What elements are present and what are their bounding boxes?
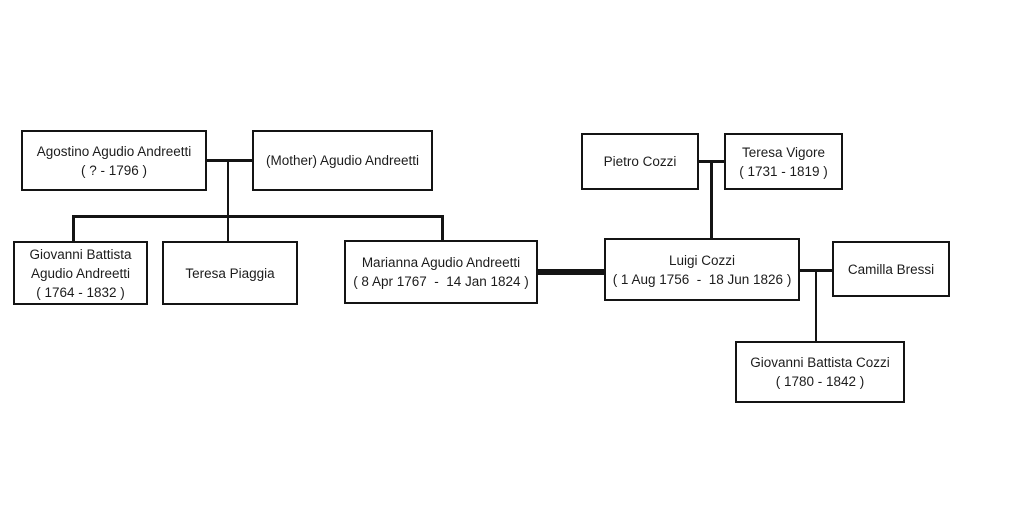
person-name: Luigi Cozzi [668, 252, 736, 268]
person-box-pietro-cozzi[interactable]: Pietro Cozzi [581, 133, 699, 190]
person-box-mother-agudio-andreetti[interactable]: (Mother) Agudio Andreetti [252, 130, 433, 191]
person-box-agostino-agudio-andreetti[interactable]: Agostino Agudio Andreetti ( ? - 1796 ) [21, 130, 207, 191]
person-name: Agostino Agudio Andreetti [36, 143, 192, 159]
marriage-line-marianna-luigi-bold [537, 269, 605, 275]
person-name: Teresa Piaggia [185, 265, 275, 281]
person-name: Camilla Bressi [847, 261, 935, 277]
person-dates: ( 8 Apr 1767 - 14 Jan 1824 ) [353, 274, 529, 289]
person-box-teresa-vigore[interactable]: Teresa Vigore ( 1731 - 1819 ) [724, 133, 843, 190]
person-dates: ( 1 Aug 1756 - 18 Jun 1826 ) [612, 271, 792, 287]
person-box-giovanni-battista-cozzi[interactable]: Giovanni Battista Cozzi ( 1780 - 1842 ) [735, 341, 905, 403]
person-name: Marianna Agudio Andreetti [361, 255, 521, 270]
person-dates: ( 1764 - 1832 ) [36, 284, 125, 300]
parent-drop-line-andreetti [226, 159, 229, 217]
child-drop-line-giovanni-battista-cozzi [814, 269, 817, 341]
couple-line-agostino-mother [207, 159, 252, 162]
person-box-luigi-cozzi[interactable]: Luigi Cozzi ( 1 Aug 1756 - 18 Jun 1826 ) [604, 238, 800, 301]
child-drop-line-teresa-piaggia [226, 215, 229, 241]
person-box-giovanni-battista-agudio-andreetti[interactable]: Giovanni Battista Agudio Andreetti ( 176… [13, 241, 148, 305]
person-name-line2: Agudio Andreetti [30, 265, 131, 281]
person-box-marianna-agudio-andreetti[interactable]: Marianna Agudio Andreetti ( 8 Apr 1767 -… [344, 240, 538, 304]
person-name: Teresa Vigore [741, 144, 826, 160]
sibling-bus-line-andreetti [72, 215, 444, 218]
person-name: (Mother) Agudio Andreetti [265, 153, 420, 168]
person-box-teresa-piaggia[interactable]: Teresa Piaggia [162, 241, 298, 305]
person-dates: ( ? - 1796 ) [80, 162, 148, 178]
child-drop-line-giovanni-battista-andreetti [72, 215, 75, 241]
child-drop-line-marianna [441, 215, 444, 241]
person-box-camilla-bressi[interactable]: Camilla Bressi [832, 241, 950, 297]
person-name: Giovanni Battista Cozzi [750, 355, 890, 370]
person-dates: ( 1780 - 1842 ) [775, 374, 865, 389]
person-name: Pietro Cozzi [603, 154, 677, 169]
parent-drop-line-cozzi [710, 160, 713, 238]
person-name: Giovanni Battista [29, 246, 132, 262]
person-dates: ( 1731 - 1819 ) [739, 163, 828, 179]
